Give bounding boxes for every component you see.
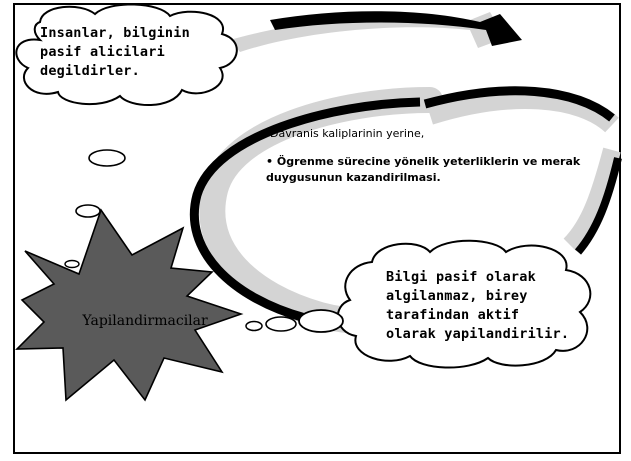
top-arrowhead <box>270 11 522 47</box>
center-lead-text: Davranis kaliplarinin yerine, <box>270 127 425 140</box>
cloud-top-left-text: Insanlar, bilginin pasif alicilari degil… <box>40 24 210 81</box>
thought-bubble <box>75 204 101 218</box>
cloud-top-left-line: pasif alicilari <box>40 44 165 60</box>
thought-bubble <box>64 259 80 269</box>
thought-bubble <box>298 309 344 333</box>
cloud-bottom-right-line: Bilgi pasif olarak <box>386 269 536 285</box>
cloud-top-left-line: Insanlar, bilginin <box>40 25 190 41</box>
right-arrow <box>574 157 622 255</box>
center-bullet-text: • Ögrenme sürecine yönelik yeterliklerin… <box>266 155 581 184</box>
cloud-bottom-right-line: tarafindan aktif <box>386 307 520 323</box>
cloud-top-left-line: degildirler. <box>40 63 140 79</box>
star-burst-shape <box>15 208 244 402</box>
star-burst-label: Yapilandirmacilar <box>82 313 208 329</box>
cloud-bottom-right-shape <box>336 239 592 369</box>
upper-arrow <box>423 86 615 122</box>
cloud-bottom-right-text: Bilgi pasif olarak algilanmaz, birey tar… <box>386 268 596 344</box>
upper-arrow-shadow <box>427 89 619 133</box>
cloud-top-left-shape <box>15 3 238 107</box>
cloud-bottom-right-line: olarak yapilandirilir. <box>386 326 570 342</box>
thought-bubble <box>88 149 126 167</box>
thought-bubble <box>245 320 263 332</box>
thought-bubble <box>265 316 297 332</box>
cloud-bottom-right-line: algilanmaz, birey <box>386 288 528 304</box>
right-arrow-shadow <box>563 147 621 252</box>
